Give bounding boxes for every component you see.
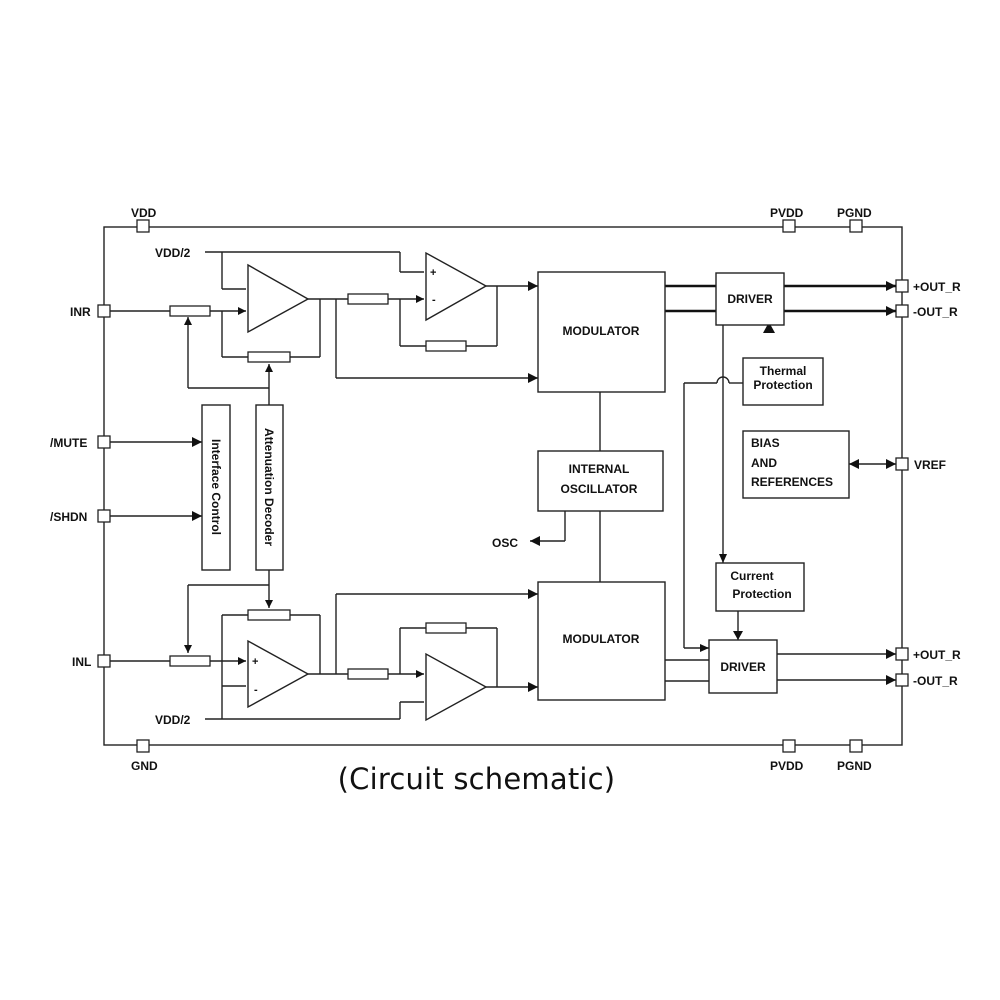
pin-label-osc: OSC	[492, 536, 518, 550]
resistor-input-bottom	[169, 655, 211, 667]
modulator-bottom-label: MODULATOR	[563, 632, 640, 646]
resistor-input-top	[169, 305, 211, 317]
vdd2-label-bottom: VDD/2	[155, 713, 191, 727]
pin-label-out-r-plus-top: +OUT_R	[913, 280, 961, 294]
current-protection	[715, 562, 805, 612]
pin-label-pgnd-top: PGND	[837, 206, 872, 220]
pin-label-out-r-minus-bottom: -OUT_R	[913, 674, 958, 688]
modulator-bottom	[537, 581, 666, 701]
pad-pvdd-top	[782, 219, 796, 233]
pin-label-gnd: GND	[131, 759, 158, 773]
resistor-inter-stage-bottom	[347, 668, 389, 680]
pad-pvdd-bottom	[782, 739, 796, 753]
modulator-top-label: MODULATOR	[563, 324, 640, 338]
interface-control	[201, 404, 231, 571]
amp-plus-sign: +	[252, 656, 258, 668]
pin-label-out-r-minus-top: -OUT_R	[913, 305, 958, 319]
pin-label-pvdd-top: PVDD	[770, 206, 804, 220]
bias-label-line2: AND	[751, 456, 777, 470]
driver-top-label: DRIVER	[727, 292, 773, 306]
driver-bottom-label: DRIVER	[720, 660, 766, 674]
driver-top	[715, 272, 785, 326]
arrowheads	[184, 281, 896, 692]
current-label-line1: Current	[730, 569, 773, 583]
pad-out-r-minus-bottom	[895, 673, 909, 687]
amplifier-bottom-2	[425, 652, 488, 722]
bottom-channel-wiring	[110, 570, 896, 720]
resistor-attenuation-top	[247, 351, 291, 363]
pin-label-inl: INL	[72, 655, 91, 669]
bias-label-line1: BIAS	[751, 436, 780, 450]
pin-label-shdn: /SHDN	[50, 510, 87, 524]
pin-label-pgnd-bottom: PGND	[837, 759, 872, 773]
internal-oscillator	[537, 450, 664, 512]
top-channel-wiring	[110, 251, 896, 405]
thermal-protection	[742, 357, 824, 406]
pin-label-out-r-plus-bottom: +OUT_R	[913, 648, 961, 662]
amp-minus-sign: -	[254, 684, 258, 696]
amp-plus-sign: +	[430, 267, 436, 279]
pin-label-pvdd-bottom: PVDD	[770, 759, 804, 773]
oscillator-label-line2: OSCILLATOR	[561, 482, 638, 496]
bias-label-line3: REFERENCES	[751, 475, 833, 489]
amplifier-top-2	[425, 251, 488, 322]
pad-pgnd-bottom	[849, 739, 863, 753]
pad-pgnd-top	[849, 219, 863, 233]
pad-out-r-minus-top	[895, 304, 909, 318]
thermal-label-line1: Thermal	[760, 364, 807, 378]
amplifier-bottom-1	[247, 639, 310, 709]
pad-inr	[97, 304, 111, 318]
pad-inl	[97, 654, 111, 668]
vdd2-label-top: VDD/2	[155, 246, 191, 260]
pad-mute	[97, 435, 111, 449]
resistor-attenuation-bottom	[247, 609, 291, 621]
amplifier-top-1	[247, 263, 310, 334]
resistor-feedback-top	[425, 340, 467, 352]
modulator-top	[537, 271, 666, 393]
pad-gnd	[136, 739, 150, 753]
bias-and-references	[742, 430, 850, 499]
resistor-feedback-bottom	[425, 622, 467, 634]
attenuation-decoder-label: Attenuation Decoder	[262, 428, 276, 546]
pad-out-r-plus-bottom	[895, 647, 909, 661]
resistor-inter-stage-top	[347, 293, 389, 305]
pad-vdd	[136, 219, 150, 233]
amp-minus-sign: -	[432, 294, 436, 306]
pin-label-mute: /MUTE	[50, 436, 87, 450]
pad-out-r-plus-top	[895, 279, 909, 293]
diagram-caption: (Circuit schematic)	[337, 762, 616, 796]
chip-outline	[103, 226, 903, 746]
pad-shdn	[97, 509, 111, 523]
current-label-line2: Protection	[732, 587, 791, 601]
oscillator-label-line1: INTERNAL	[569, 462, 630, 476]
driver-bottom	[708, 639, 778, 694]
pin-label-vdd: VDD	[131, 206, 157, 220]
attenuation-decoder	[255, 404, 284, 571]
interface-control-label: Interface Control	[209, 439, 223, 535]
pad-vref	[895, 457, 909, 471]
thermal-label-line2: Protection	[753, 378, 812, 392]
pin-label-vref: VREF	[914, 458, 946, 472]
pin-label-inr: INR	[70, 305, 91, 319]
